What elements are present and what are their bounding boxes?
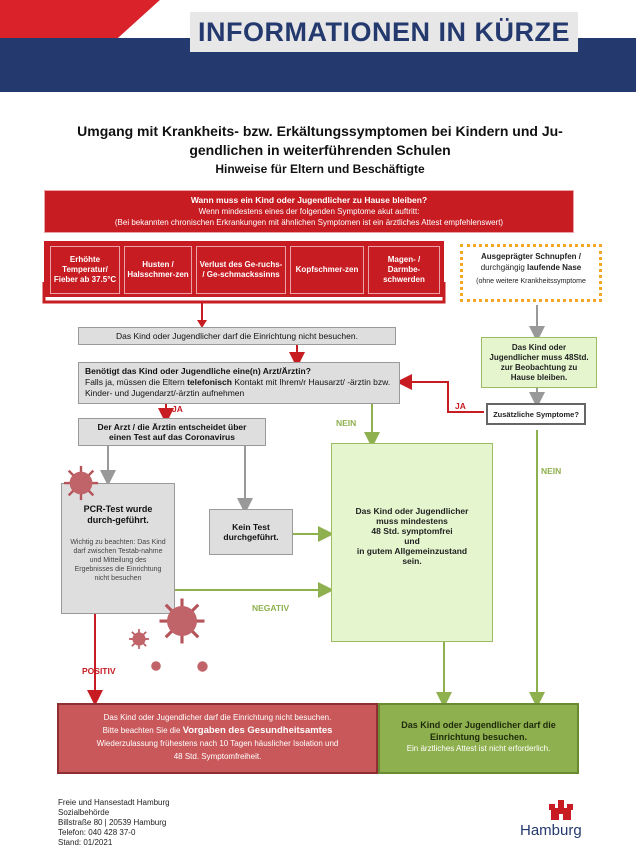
need-doctor-question: Benötigt das Kind oder Jugendliche eine(… (85, 366, 311, 376)
need-doctor-text-b: Kontakt mit Ihrem/r Hausarzt/ -ärztin bz… (85, 377, 391, 398)
virus-icon (129, 629, 149, 649)
title-line-2: gendlichen in weiterführenden Schulen (189, 142, 451, 158)
no-test-box: Kein Test durchgeführt. (209, 509, 293, 555)
hamburg-castle-logo (549, 800, 573, 820)
symptom-headache: Kopfschmer-zen (290, 246, 364, 294)
stay-home-line-1: Wenn mindestens eines der folgenden Symp… (198, 207, 420, 216)
pcr-note: Wichtig zu beachten: Das Kind darf zwisc… (70, 539, 166, 582)
need-doctor-text-a: Falls ja, müssen die Eltern (85, 377, 185, 387)
result-may-attend-box: Das Kind oder Jugendlicher darf die Einr… (378, 703, 579, 774)
virus-icon (197, 661, 208, 672)
sniffles-title-c: laufende Nase (527, 263, 582, 272)
title-line-1: Umgang mit Krankheits- bzw. Erkältungssy… (77, 123, 563, 139)
virus-icon (159, 598, 205, 644)
stay-home-question: Wann muss ein Kind oder Jugendlicher zu … (190, 195, 428, 205)
label-negativ: NEGATIV (252, 603, 290, 613)
result-red-line-2b: Vorgaben des Gesundheitsamtes (182, 725, 333, 736)
label-positiv: POSITIV (82, 666, 116, 676)
result-green-line-1: Das Kind oder Jugendlicher darf die (401, 720, 556, 730)
footer-line-1: Freie und Hansestadt Hamburg (58, 798, 170, 807)
symptom-free-line-6: sein. (402, 556, 422, 566)
result-red-line-1: Das Kind oder Jugendlicher darf die Einr… (103, 713, 332, 722)
banner-title: INFORMATIONEN IN KÜRZE (190, 12, 578, 52)
result-green-line-2: Einrichtung besuchen. (429, 732, 527, 742)
pcr-test-box: PCR-Test wurde durch-geführt. Wichtig zu… (61, 483, 175, 614)
not-attend-box: Das Kind oder Jugendlicher darf die Einr… (78, 327, 396, 345)
footer-line-2: Sozialbehörde (58, 808, 110, 817)
footer-address: Freie und Hansestadt Hamburg Sozialbehör… (58, 798, 170, 848)
symptom-fever: Erhöhte Temperatur/ Fieber ab 37.5°C (50, 246, 120, 294)
label-ja-extra: JA (455, 401, 466, 411)
footer-line-3: Billstraße 80 | 20539 Hamburg (58, 818, 167, 827)
sniffles-box: Ausgeprägter Schnupfen / durchgängig lau… (460, 244, 602, 302)
extra-symptoms-box: Zusätzliche Symptome? (486, 403, 586, 425)
result-not-attend-box: Das Kind oder Jugendlicher darf die Einr… (57, 703, 378, 774)
symptom-bracket (42, 282, 446, 328)
label-ja-doctor: JA (172, 404, 183, 414)
hamburg-logo-text: Hamburg (520, 822, 582, 839)
label-nein-extra: NEIN (541, 466, 562, 476)
symptom-free-line-1: Das Kind oder Jugendlicher (355, 506, 469, 516)
sniffles-title-a: Ausgeprägter Schnupfen / (480, 252, 581, 261)
footer-line-5: Stand: 01/2021 (58, 838, 113, 847)
need-doctor-box: Benötigt das Kind oder Jugendliche eine(… (78, 362, 400, 404)
page-title: Umgang mit Krankheits- bzw. Erkältungssy… (40, 122, 600, 160)
result-red-line-4: 48 Std. Symptomfreiheit. (173, 752, 262, 761)
result-green-line-3: Ein ärztliches Attest ist nicht erforder… (406, 744, 551, 753)
sniffles-title-b: durchgängig (480, 263, 525, 272)
page-subtitle: Hinweise für Eltern und Beschäftigte (215, 162, 425, 176)
doctor-decides-box: Der Arzt / die Ärztin entscheidet über e… (78, 418, 266, 446)
footer-line-4: Telefon: 040 428 37-0 (58, 828, 136, 837)
pcr-title: PCR-Test wurde durch-geführt. (83, 504, 153, 525)
symptom-free-line-2: muss mindestens (376, 516, 448, 526)
result-red-line-3: Wiederzulassung frühestens nach 10 Tagen… (96, 739, 339, 748)
result-red-line-2a: Bitte beachten Sie die (102, 726, 181, 735)
stay-home-question-box: Wann muss ein Kind oder Jugendlicher zu … (44, 190, 574, 233)
label-nein-doctor: NEIN (336, 418, 357, 428)
symptom-free-box: Das Kind oder Jugendlicher muss mindeste… (331, 443, 493, 642)
virus-icon (151, 661, 161, 671)
virus-icon (63, 465, 99, 501)
symptom-stomach: Magen- / Darmbe-schwerden (368, 246, 440, 294)
need-doctor-text-bold: telefonisch (187, 377, 232, 387)
sniffles-note: (ohne weitere Krankheitssymptome (476, 278, 586, 285)
symptom-cough: Husten / Halsschmer-zen (124, 246, 192, 294)
symptom-free-line-5: in gutem Allgemeinzustand (356, 546, 468, 556)
observe-48h-box: Das Kind oder Jugendlicher muss 48Std. z… (481, 337, 597, 388)
symptom-smell-taste: Verlust des Ge-ruchs- / Ge-schmackssinns (196, 246, 286, 294)
symptom-free-line-4: und (404, 536, 420, 546)
symptom-free-line-3: 48 Std. symptomfrei (371, 526, 453, 536)
stay-home-line-2: (Bei bekannten chronischen Erkrankungen … (114, 218, 504, 227)
